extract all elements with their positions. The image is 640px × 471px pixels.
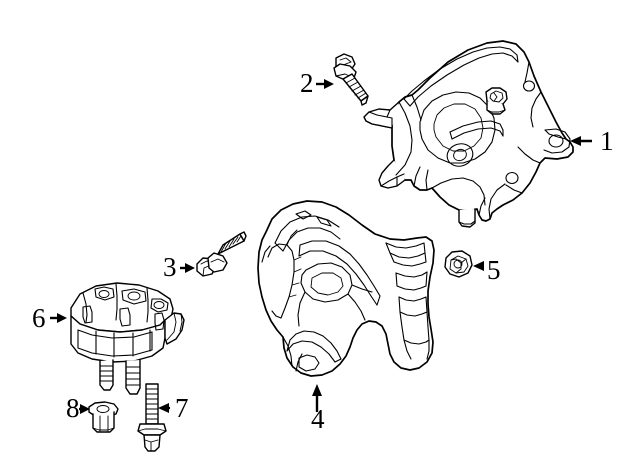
callout-number-1: 1 (600, 126, 614, 156)
part-5-hex-nut (444, 250, 473, 278)
part-1-engine-mount-assembly (363, 40, 574, 228)
callout-number-2: 2 (300, 68, 314, 98)
part-6-transmission-mount (70, 282, 185, 395)
callout-number-7: 7 (175, 393, 189, 423)
callout-number-3: 3 (163, 252, 177, 282)
callout-leaders (50, 79, 592, 414)
callout-number-5: 5 (487, 255, 501, 285)
part-2-flange-bolt (333, 53, 369, 106)
callout-number-4: 4 (311, 404, 325, 434)
callout-number-8: 8 (66, 393, 80, 423)
part-3-flange-bolt (196, 231, 247, 277)
callout-number-6: 6 (32, 303, 46, 333)
part-7-flange-bolt (137, 383, 167, 452)
part-4-engine-support-bracket (257, 200, 435, 377)
part-8-flange-nut (88, 401, 119, 433)
